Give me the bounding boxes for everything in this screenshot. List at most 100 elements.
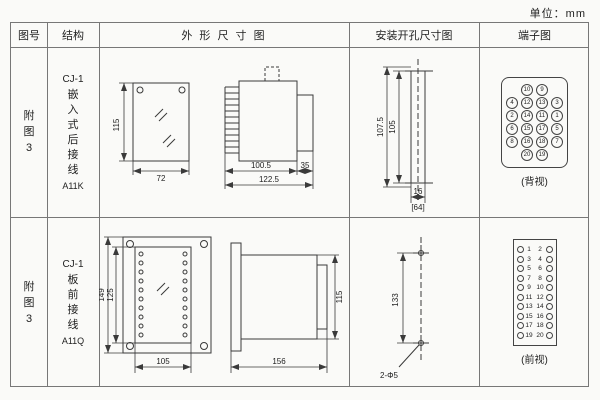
hole-dim-lines <box>397 252 421 344</box>
terminal-circle: 5 <box>551 122 563 135</box>
install-drawing-a11q: 133 2-Φ5 <box>380 237 429 380</box>
terminal-number: 16 <box>536 312 544 320</box>
cutout-profile <box>405 59 433 197</box>
dim-terminal-depth: 35 <box>301 161 310 170</box>
terminal-circle: 15 <box>521 122 533 135</box>
terminal-number: 11 <box>525 293 533 301</box>
dim-overall-width: 122.5 <box>259 175 280 184</box>
terminal-circle: 10 <box>521 83 533 96</box>
terminal-circle: 1 <box>551 109 563 122</box>
terminal-number: 5 <box>527 265 531 273</box>
terminal-number: 13 <box>525 303 533 311</box>
terminal-view-label: (前视) <box>521 355 548 366</box>
dim-front-height: 115 <box>112 118 121 131</box>
terminal-circle: 2 <box>506 109 518 122</box>
terminal-circle <box>545 274 553 282</box>
terminal-circle: 17 <box>536 122 548 135</box>
terminal-number: 7 <box>527 274 531 282</box>
side-view-dim-lines <box>224 151 314 189</box>
fig-no: 附图3 <box>23 280 35 325</box>
fig-no-cell: 附图3 <box>11 217 47 388</box>
terminal-number: 19 <box>525 331 533 339</box>
unit-label: 单位：mm <box>529 8 586 20</box>
code-label: A11Q <box>61 336 85 346</box>
structure-cell: CJ-1 板前接线 A11Q <box>47 217 99 388</box>
dim-front-width: 72 <box>157 174 166 183</box>
terminal-circle: 3 <box>551 96 563 109</box>
side-view <box>230 242 328 352</box>
terminal-number: 12 <box>536 293 544 301</box>
side-view <box>224 66 314 162</box>
terminal-circle: 4 <box>506 96 518 109</box>
dim-side-length: 156 <box>272 357 286 366</box>
terminal-circle <box>516 293 524 301</box>
terminal-circle <box>516 274 524 282</box>
terminal-circle <box>516 322 524 330</box>
header-outline: 外 形 尺 寸 图 <box>181 30 267 42</box>
dim-front-outer-height: 149 <box>99 288 106 302</box>
table-line <box>349 23 350 386</box>
terminal-circle: 19 <box>536 148 548 161</box>
terminal-circle <box>516 284 524 292</box>
terminal-circle: 8 <box>506 135 518 148</box>
terminal-circle <box>516 246 524 254</box>
structure-cell: CJ-1 嵌入式后接线 A11K <box>47 47 99 217</box>
hole-marks <box>398 237 429 368</box>
terminal-circle <box>545 293 553 301</box>
terminal-circle: 7 <box>551 135 563 148</box>
dim-front-width: 105 <box>156 357 170 366</box>
terminal-number: 20 <box>536 331 544 339</box>
code-label: A11K <box>62 180 84 191</box>
table-line <box>11 47 588 48</box>
terminal-number: 17 <box>525 322 533 330</box>
front-view-dim-lines <box>119 82 190 175</box>
header-structure: 结构 <box>62 30 84 42</box>
terminal-circle <box>516 303 524 311</box>
terminal-circle <box>516 331 524 339</box>
terminal-circle: 9 <box>536 83 548 96</box>
terminal-number: 6 <box>538 265 542 273</box>
table-line <box>99 23 100 386</box>
terminal-view-label: (背视) <box>521 176 548 188</box>
header-fig-no: 图号 <box>18 30 40 42</box>
table-line <box>11 217 588 218</box>
terminal-circle <box>545 322 553 330</box>
terminal-circle <box>516 255 524 263</box>
outline-drawing-a11q: 149 125 105 156 115 <box>99 236 344 373</box>
terminal-number: 3 <box>527 255 531 263</box>
terminal-number: 1 <box>527 246 531 254</box>
terminal-circle <box>545 246 553 254</box>
spec-table: 图号 结构 外 形 尺 寸 图 安装开孔尺寸图 端子图 附图3 CJ-1 嵌入式… <box>10 22 589 387</box>
dim-cutout-width: [64] <box>411 203 424 212</box>
front-view <box>122 236 212 354</box>
terminal-circle: 6 <box>506 122 518 135</box>
terminal-number: 2 <box>538 246 542 254</box>
terminal-circle <box>545 255 553 263</box>
terminal-circle <box>545 331 553 339</box>
terminal-circle <box>545 265 553 273</box>
terminal-number: 8 <box>538 274 542 282</box>
front-view <box>132 82 190 162</box>
cutout-dim-lines <box>383 66 426 203</box>
fig-no: 附图3 <box>23 110 35 154</box>
terminal-number: 14 <box>536 303 544 311</box>
terminal-circle <box>545 312 553 320</box>
terminal-circle: 18 <box>536 135 548 148</box>
terminal-circle: 12 <box>521 96 533 109</box>
table-line <box>47 23 48 386</box>
terminal-circle: 11 <box>536 109 548 122</box>
